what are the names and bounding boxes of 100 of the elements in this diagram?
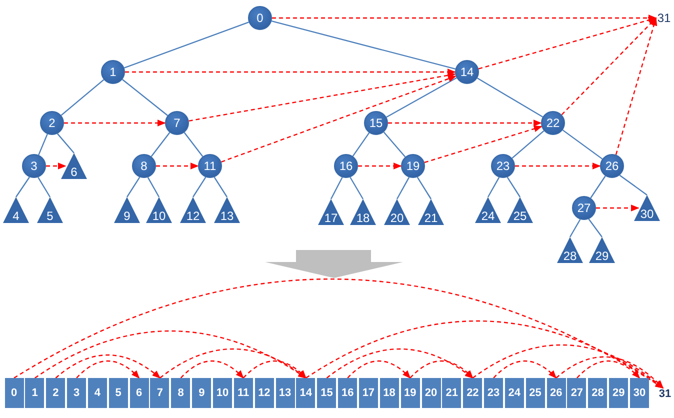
- tree-node-circle: 8: [132, 154, 156, 178]
- leaf-triangle: 5: [37, 197, 63, 223]
- array-cell: 22: [463, 378, 482, 408]
- pointer-arrow: [493, 360, 557, 379]
- array-cell: 5: [108, 378, 128, 408]
- leaf-triangle: 18: [350, 199, 376, 225]
- leaf-triangle: 25: [507, 197, 533, 223]
- array-cell: 10: [213, 378, 232, 408]
- array-cell: 13: [276, 378, 295, 408]
- leaf-triangle: 13: [214, 197, 240, 223]
- pointer-arrow: [306, 320, 664, 388]
- tree-branch: [386, 77, 457, 118]
- tree-node-circle: 0: [248, 6, 272, 30]
- array-cell: 15: [317, 378, 336, 408]
- pointer-arrow: [326, 348, 474, 378]
- array-cell: 3: [67, 378, 86, 408]
- tree-node-circle: 23: [491, 154, 515, 178]
- tree-branch: [147, 177, 160, 198]
- pointer-arrow: [221, 76, 457, 162]
- leaf-triangle: 24: [475, 197, 501, 223]
- pointer-arrow: [515, 162, 601, 170]
- tree-node-circle: 14: [455, 60, 479, 84]
- tree-branch: [214, 176, 228, 198]
- array-cell: 28: [588, 378, 608, 408]
- tree-node-circle: 19: [401, 154, 425, 178]
- array-cell: 27: [567, 378, 586, 408]
- tree-branch: [350, 176, 364, 200]
- pointer-arrow: [76, 360, 140, 379]
- leaf-triangle: 28: [557, 237, 583, 263]
- tree-node-circle: 16: [334, 154, 358, 178]
- tree-branch: [192, 176, 206, 198]
- leaf-triangle: 17: [318, 199, 344, 225]
- tree-branch: [396, 177, 410, 200]
- pointer-arrow: [125, 68, 456, 76]
- tree-branch: [330, 177, 343, 200]
- tree-branch: [38, 134, 48, 156]
- array-cell: 9: [192, 378, 212, 408]
- leaf-triangle: 9: [114, 197, 140, 223]
- pointer-arrow: [242, 360, 306, 379]
- node-label: 31: [657, 387, 673, 401]
- tree-branch: [122, 79, 168, 116]
- tree-branch: [512, 130, 544, 159]
- pointer-arrow: [347, 360, 411, 379]
- pointer-arrow: [55, 354, 161, 379]
- array-cell: 20: [422, 378, 440, 408]
- tree-branch: [126, 176, 140, 198]
- tree-branch: [38, 176, 51, 198]
- array-cell: 14: [296, 378, 316, 408]
- pointer-arrow: [188, 72, 456, 122]
- pointer-arrow: [156, 162, 199, 170]
- tree-branch: [487, 177, 500, 198]
- pointer-arrow: [160, 348, 307, 378]
- tree-branch: [16, 176, 30, 198]
- pointer-arrow: [358, 162, 402, 170]
- array-cell: 21: [442, 378, 462, 408]
- tree-node-circle: 22: [541, 111, 565, 135]
- leaf-triangle: 20: [384, 199, 410, 225]
- tree-branch: [569, 219, 581, 238]
- tree-branch: [477, 78, 543, 118]
- leaf-triangle: 4: [3, 197, 29, 223]
- tree-node-circle: 27: [572, 196, 596, 220]
- array-cell: 25: [526, 378, 545, 408]
- array-cell: 24: [504, 378, 524, 408]
- pointer-arrow: [180, 360, 244, 379]
- tree-node-circle: 2: [40, 111, 64, 135]
- leaf-triangle: 6: [61, 153, 87, 179]
- array-cell: 16: [338, 378, 358, 408]
- tree-branch: [150, 132, 170, 157]
- tree-branch: [416, 176, 432, 200]
- tree-branch: [352, 132, 370, 156]
- node-label: 31: [656, 11, 672, 25]
- pointer-arrow: [410, 360, 474, 379]
- pointer-arrow: [478, 16, 657, 70]
- tree-branch: [506, 176, 520, 198]
- leaf-triangle: 21: [418, 199, 444, 225]
- tree-branch: [562, 130, 603, 160]
- pointer-arrow: [561, 17, 657, 116]
- tree-branch: [184, 132, 204, 157]
- array-cell: 12: [254, 378, 274, 408]
- tree-branch: [588, 218, 602, 238]
- array-cell: 23: [484, 378, 504, 408]
- tree-branch: [57, 133, 74, 154]
- array-cell: 4: [88, 378, 107, 408]
- pointer-arrow: [424, 126, 542, 164]
- array-cell: 19: [400, 378, 420, 408]
- pointer-arrow: [556, 356, 664, 389]
- leaf-triangle: 12: [180, 197, 206, 223]
- tree-node-circle: 7: [165, 111, 189, 135]
- tree-node-circle: 1: [101, 60, 125, 84]
- pointer-arrow: [272, 14, 657, 22]
- array-cell: 17: [358, 378, 378, 408]
- array-cell: 7: [150, 378, 170, 408]
- array-cell: 6: [130, 378, 149, 408]
- array-cell: 8: [171, 378, 190, 408]
- tree-branch: [271, 20, 456, 70]
- tree-node-circle: 26: [600, 154, 624, 178]
- tree-branch: [590, 176, 606, 198]
- tree-branch: [60, 79, 104, 116]
- array-cell: 11: [234, 378, 253, 408]
- tree-branch: [619, 174, 648, 196]
